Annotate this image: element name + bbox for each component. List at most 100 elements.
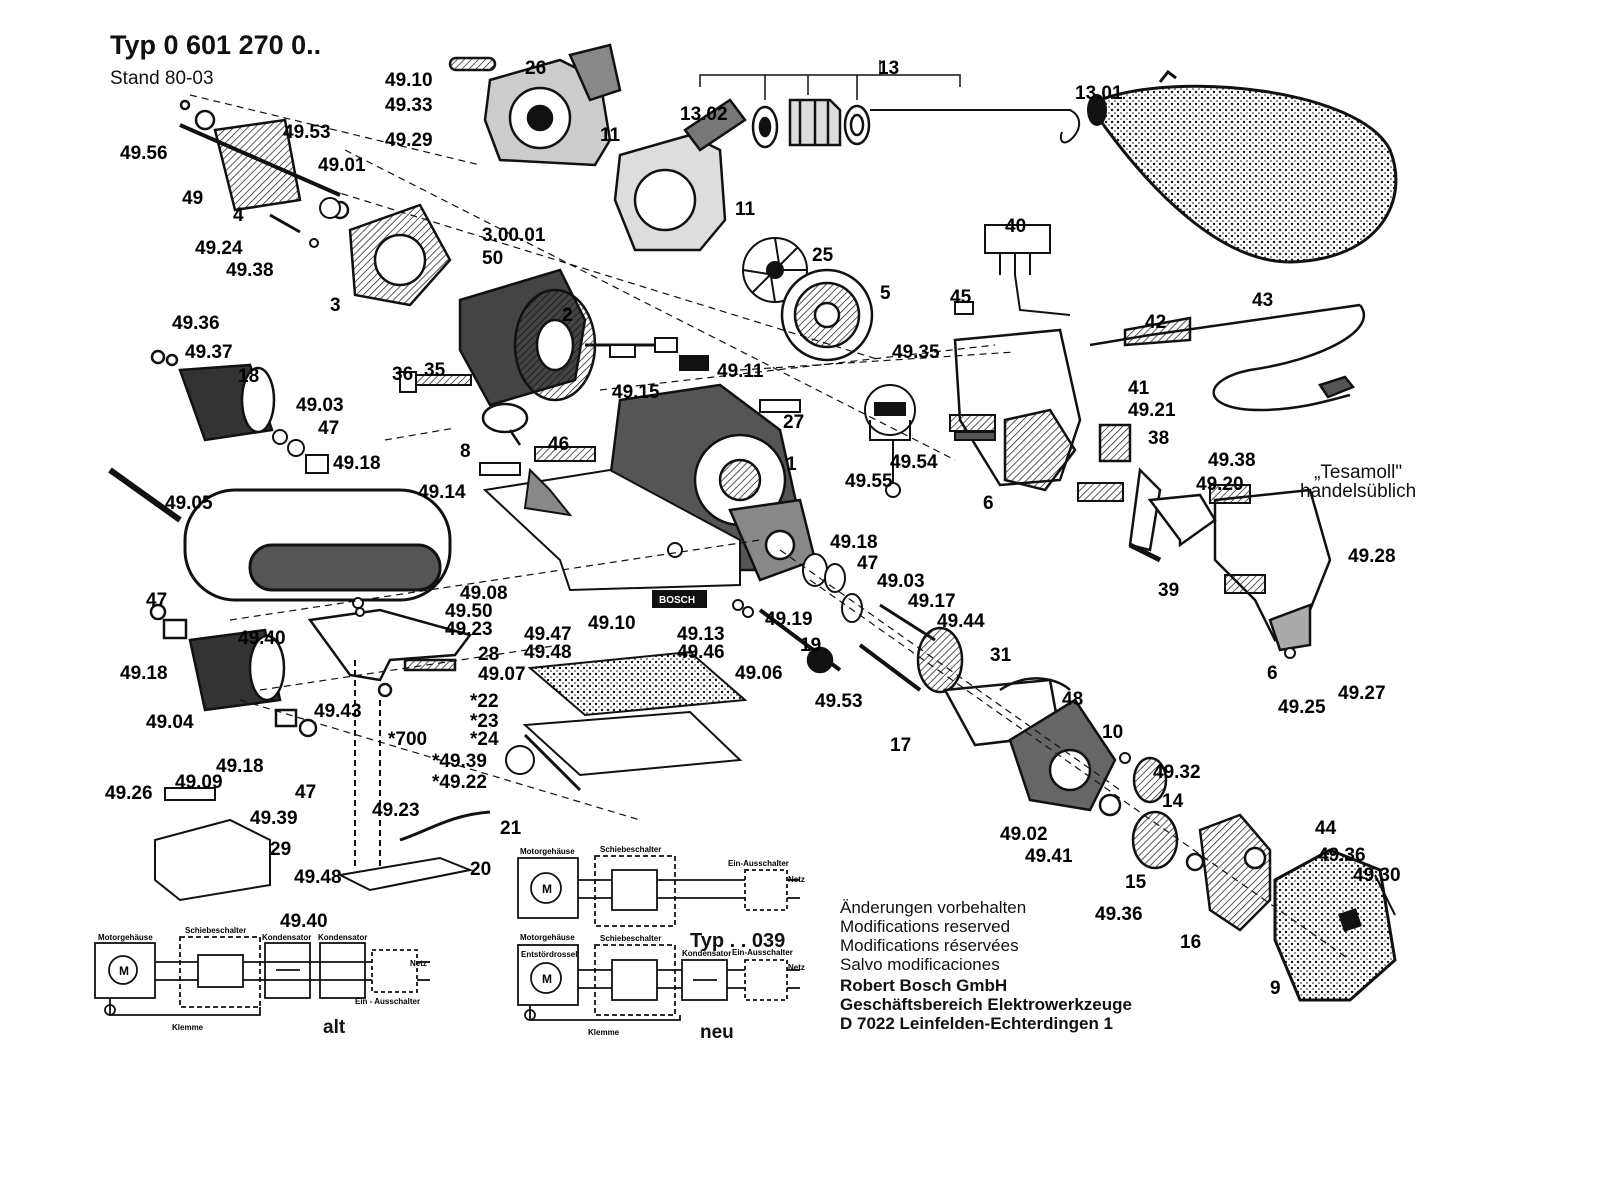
callout-49-21: 49.21: [1128, 400, 1176, 421]
callout-9: 9: [1270, 978, 1281, 999]
callout-8: 8: [460, 441, 471, 462]
note-company: Robert Bosch GmbH: [840, 976, 1008, 995]
wiring-diagram-039: [517, 855, 800, 927]
callout-49-55: 49.55: [845, 471, 893, 492]
note-address: D 7022 Leinfelden-Echterdingen 1: [840, 1014, 1114, 1033]
callout-25: 25: [812, 245, 834, 266]
callout-17: 17: [890, 735, 911, 756]
type-039-label: Typ . . 039: [690, 930, 786, 952]
knob: [481, 402, 529, 446]
callout-45: 45: [950, 287, 972, 308]
callout-13-02: 13.02: [680, 104, 728, 125]
callout-49-38: 49.38: [1208, 450, 1256, 471]
callout-49-32: 49.32: [1153, 762, 1201, 783]
gear-train: [758, 603, 964, 694]
callout-49-40: 49.40: [238, 628, 286, 649]
callout-49-14: 49.14: [418, 482, 466, 503]
field-coil: [330, 200, 452, 307]
callout-49-53: 49.53: [283, 122, 331, 143]
callout-49-23: 49.23: [445, 619, 493, 640]
label-alt: alt: [323, 1017, 346, 1038]
end-shield-5: [780, 268, 874, 362]
note-changes-en: Modifications reserved: [840, 917, 1011, 936]
sanding-belt: [108, 467, 452, 602]
callout-49-03: 49.03: [877, 571, 925, 592]
callout-43: 43: [1252, 290, 1273, 311]
callout-36: 36: [392, 364, 413, 385]
callout-49-29: 49.29: [385, 130, 433, 151]
callout-3: 3: [330, 295, 341, 316]
label-klemme-neu: Klemme: [588, 1028, 620, 1037]
pulleys: [1098, 756, 1272, 932]
small-parts: [269, 197, 1296, 764]
callout--22: *22: [470, 691, 499, 712]
note-division: Geschäftsbereich Elektrowerkzeuge: [840, 995, 1132, 1014]
callout--700: *700: [388, 729, 427, 750]
callout-44: 44: [1315, 818, 1337, 839]
callout-27: 27: [783, 412, 804, 433]
main-housing: [608, 383, 817, 582]
callout-50: 50: [482, 248, 503, 269]
callout-47: 47: [146, 590, 167, 611]
callout--49-22: *49.22: [432, 772, 487, 793]
label-klemme-alt: Klemme: [172, 1023, 204, 1032]
label-ein-ausschalter-neu: Ein-Ausschalter: [732, 948, 793, 957]
roller-49-04: [149, 603, 318, 738]
frame-20: [336, 660, 491, 892]
callout-6: 6: [1267, 663, 1278, 684]
callout-49: 49: [182, 188, 203, 209]
label-kondensator-neu: Kondensator: [682, 949, 731, 958]
callout-49-48: 49.48: [294, 867, 342, 888]
callout--24: *24: [470, 729, 499, 750]
callout-49-04: 49.04: [146, 712, 194, 733]
fan-housing-26: [448, 43, 622, 167]
callout-47: 47: [857, 553, 878, 574]
power-cable: [1089, 303, 1366, 412]
callout-41: 41: [1128, 378, 1150, 399]
callout-49-17: 49.17: [908, 591, 956, 612]
callout-38: 38: [1148, 428, 1169, 449]
label-motor-alt: M: [119, 964, 129, 978]
callout-49-25: 49.25: [1278, 697, 1326, 718]
callout-26: 26: [525, 58, 546, 79]
callout-49-18: 49.18: [830, 532, 878, 553]
carbon-brushes: [1098, 423, 1217, 563]
callout-11: 11: [600, 125, 621, 146]
dust-nozzle-parts: [751, 98, 871, 149]
callout-19: 19: [800, 635, 821, 656]
callout-49-19: 49.19: [765, 609, 813, 630]
label-netz-neu: Netz: [788, 963, 805, 972]
callout-40: 40: [1005, 216, 1026, 237]
note-changes-fr: Modifications réservées: [840, 936, 1019, 955]
label-ein-ausschalter-alt: Ein - Ausschalter: [355, 997, 420, 1006]
callout-2: 2: [562, 305, 573, 326]
callout-49-07: 49.07: [478, 664, 526, 685]
bag-clamp: [870, 109, 1081, 144]
label-kondensator-alt-2: Kondensator: [318, 933, 367, 942]
wiring-diagram-neu: [517, 944, 800, 1021]
callout-1: 1: [786, 454, 797, 475]
callout-21: 21: [500, 818, 522, 839]
roller-18: [150, 349, 276, 442]
armature: [179, 99, 341, 212]
callout-15: 15: [1125, 872, 1147, 893]
callout-49-20: 49.20: [1196, 474, 1244, 495]
callout-49-18: 49.18: [120, 663, 168, 684]
callout-49-11: 49.11: [717, 361, 764, 382]
callout-49-37: 49.37: [185, 342, 233, 363]
label-schiebeschalter-neu: Schiebeschalter: [600, 934, 661, 943]
callout-49-08: 49.08: [460, 583, 508, 604]
suppressor-cluster: [864, 384, 916, 498]
callout-49-10: 49.10: [385, 70, 433, 91]
tesamoll-note: „Tesamoll" handelsüblich: [1300, 463, 1416, 501]
callout-49-05: 49.05: [165, 493, 213, 514]
callout-42: 42: [1145, 312, 1166, 333]
callout-11: 11: [735, 199, 756, 220]
label-netz-alt: Netz: [410, 959, 427, 968]
callout-20: 20: [470, 859, 491, 880]
base-plate: [479, 446, 741, 592]
callout-49-28: 49.28: [1348, 546, 1396, 567]
label-motorgehaeuse-alt: Motorgehäuse: [98, 933, 153, 942]
callout-49-10: 49.10: [588, 613, 636, 634]
